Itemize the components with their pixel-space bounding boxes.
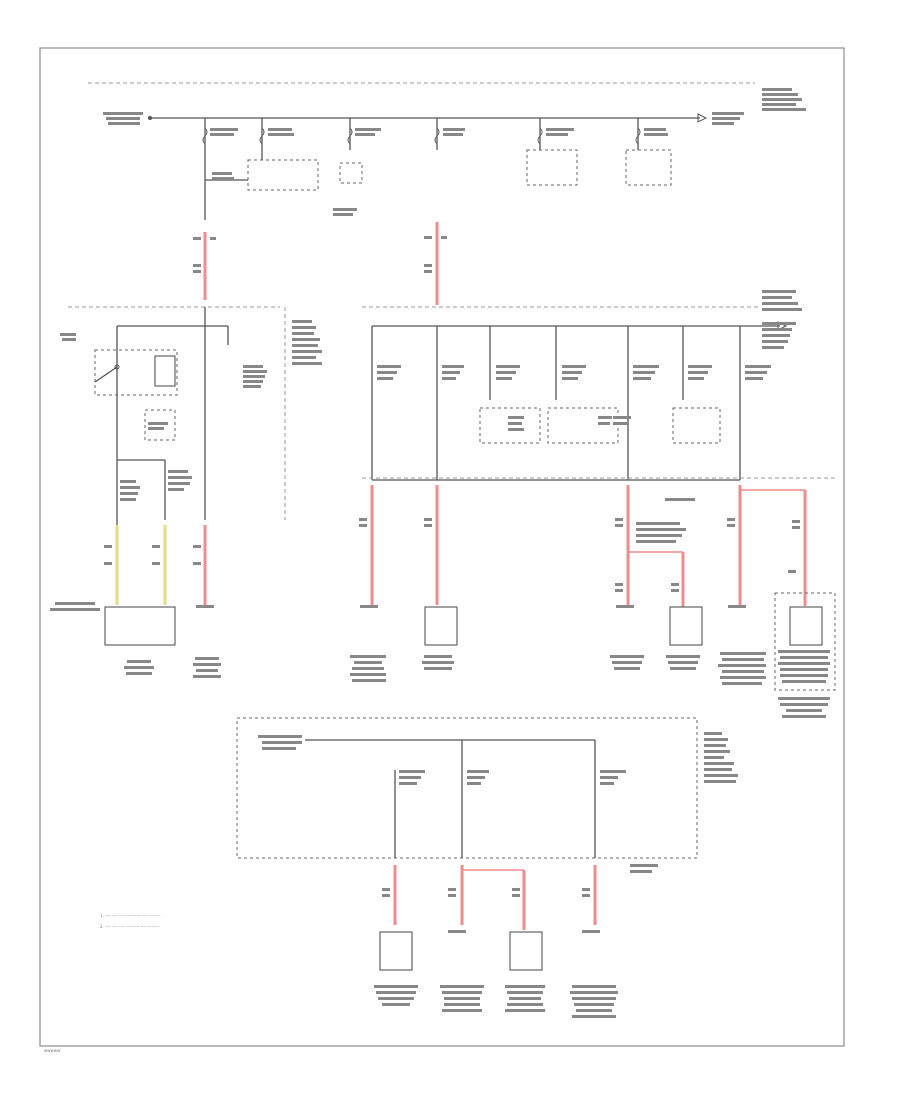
left-component: [104, 606, 176, 646]
legend-note-2: 2. ---- ---- ---- --------- ---- -------…: [100, 924, 160, 929]
legend-note-1: 1. ---- ---- ---- ---------- ---- ------…: [100, 913, 161, 918]
left-module: [50, 306, 322, 678]
top-fuse-block: [88, 82, 806, 220]
corner-mark: wwwww: [44, 1048, 61, 1053]
component: [509, 931, 543, 971]
bottom-module: [236, 717, 738, 1018]
diagram-frame: [39, 47, 845, 1047]
component: [424, 606, 458, 646]
component: [669, 606, 703, 646]
component: [789, 606, 823, 646]
right-module: [350, 290, 836, 718]
component: [379, 931, 413, 971]
